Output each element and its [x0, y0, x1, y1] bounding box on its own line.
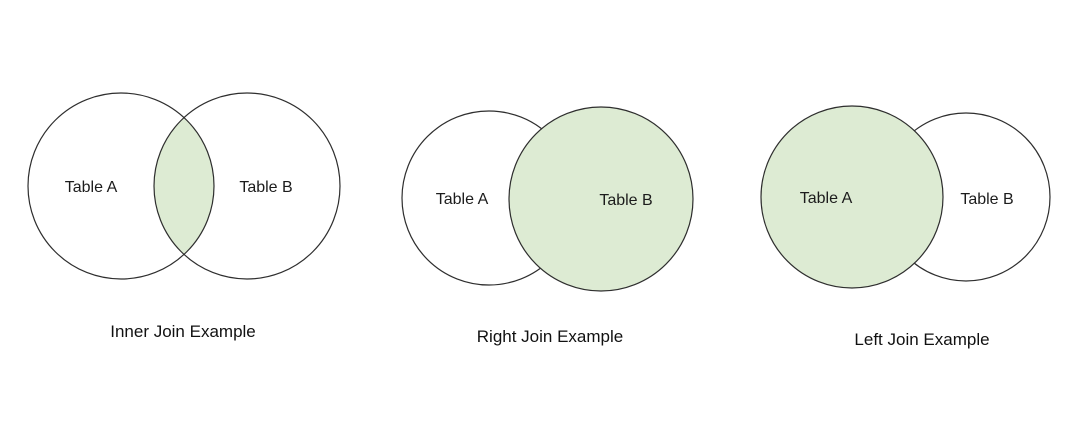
inner-join-circle-a: [27, 92, 215, 280]
diagram-left-join: Table A Table B Left Join Example: [760, 105, 1051, 349]
left-join-label-table-a: Table A: [800, 190, 853, 207]
diagram-right-join: Table A Table B Right Join Example: [401, 106, 694, 346]
left-join-circle-a-shaded: [760, 105, 944, 289]
inner-join-caption: Inner Join Example: [110, 322, 256, 341]
left-join-label-table-b: Table B: [960, 191, 1013, 208]
inner-join-circle-b: [153, 92, 341, 280]
right-join-label-table-a: Table A: [436, 191, 489, 208]
inner-join-label-table-b: Table B: [239, 179, 292, 196]
left-join-caption: Left Join Example: [854, 330, 989, 349]
right-join-caption: Right Join Example: [477, 327, 623, 346]
right-join-circle-b-shaded: [508, 106, 694, 292]
right-join-label-table-b: Table B: [599, 192, 652, 209]
inner-join-intersection-shade: [154, 93, 214, 279]
diagram-inner-join: Table A Table B Inner Join Example: [27, 92, 341, 341]
inner-join-label-table-a: Table A: [65, 179, 118, 196]
